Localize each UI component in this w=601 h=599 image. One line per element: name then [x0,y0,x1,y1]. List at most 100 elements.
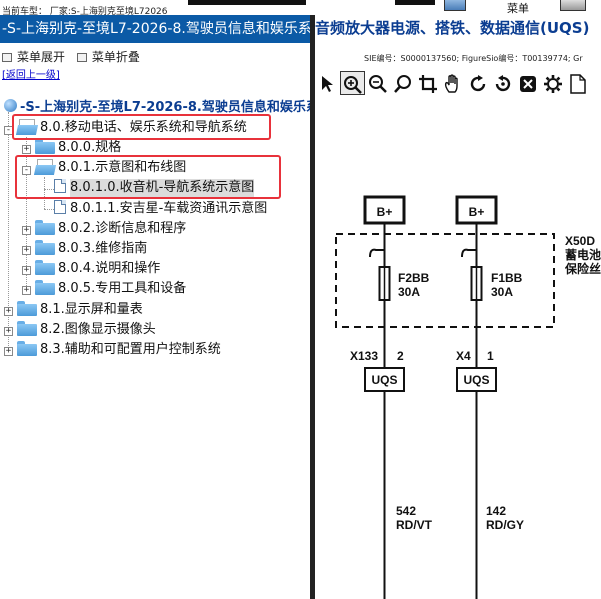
tree-item-8-0-3[interactable]: +8.0.3.维修指南 [22,240,147,258]
tree-item-label-selected[interactable]: 8.0.1.0.收音机-导航系统示意图 [70,179,255,197]
tree-item-8-0-0[interactable]: +8.0.0.规格 [22,139,121,157]
tree-item-label[interactable]: 8.0.1.示意图和布线图 [58,160,187,175]
tree-root[interactable]: -S-上海别克-至境L7-2026-8.驾驶员信息和娱乐系统 [4,99,310,117]
wire-left-number: 542 [396,504,416,518]
uqs-box-right [456,367,497,392]
zoom-in-icon[interactable] [340,71,365,95]
tree-item-label[interactable]: 8.0.4.说明和操作 [58,261,161,276]
fuse-right-rating: 30A [491,285,513,299]
tree-item-label[interactable]: 8.0.3.维修指南 [58,241,148,256]
fuse-left-rating: 30A [398,285,420,299]
pointer-icon[interactable] [315,71,340,95]
fuse-block-desc-2: 保险丝 [564,261,601,276]
expand-node-icon[interactable]: + [22,245,31,255]
folder-icon [35,260,55,275]
expand-node-icon[interactable]: + [22,265,31,275]
folder-icon [35,139,55,154]
tree-item-label[interactable]: 8.0.5.专用工具和设备 [58,281,187,296]
back-link[interactable]: [返回上一级] [2,70,60,81]
fuse-block-desc-1: 蓄电池 [565,247,601,262]
expand-node-icon[interactable]: + [22,144,31,154]
tree-item-8-0-4[interactable]: +8.0.4.说明和操作 [22,260,160,278]
diagram-toolbar [315,71,601,97]
expand-node-icon[interactable]: + [4,306,13,316]
folder-icon [35,240,55,255]
tree-item-8-3[interactable]: +8.3.辅助和可配置用户控制系统 [4,341,221,359]
fuse-left-name: F2BB [398,271,430,285]
tree-item-label[interactable]: 8.0.移动电话、娱乐系统和导航系统 [40,120,247,135]
toolbar-fragment [395,0,435,5]
wire-right-number: 142 [486,504,506,518]
zoom-window-icon[interactable] [390,71,415,95]
pane-title: -S-上海别克-至境L7-2026-8.驾驶员信息和娱乐系统 [0,15,310,43]
expand-node-icon[interactable]: + [4,326,13,336]
tree-item-8-0-2[interactable]: +8.0.2.诊断信息和程序 [22,220,186,238]
folder-icon [17,341,37,356]
collapse-node-icon[interactable]: - [22,165,31,175]
terminal-symbol-right [461,248,477,258]
expand-icon[interactable] [2,53,12,62]
folder-icon [17,321,37,336]
uqs-box-left [364,367,405,392]
tree-item-8-0-1[interactable]: - 8.0.1.示意图和布线图 [22,159,186,177]
toolbar-fragment [188,0,306,5]
tree-item-label[interactable]: 8.0.0.规格 [58,140,122,155]
document-icon [54,200,66,214]
open-folder-icon [35,159,55,175]
annotation-highlight [12,114,271,140]
tree-item-8-1[interactable]: +8.1.显示屏和量表 [4,301,143,319]
fuse-right-name: F1BB [491,271,523,285]
tree-item-8-2[interactable]: +8.2.图像显示摄像头 [4,321,156,339]
connector-right-id: X4 [456,349,471,363]
pan-hand-icon[interactable] [440,71,465,95]
expand-node-icon[interactable]: + [22,225,31,235]
tree-item-label[interactable]: 8.0.2.诊断信息和程序 [58,221,187,236]
fit-icon[interactable] [515,71,540,95]
rotate-icon[interactable] [465,71,490,95]
wire-right-color: RD/GY [486,518,524,532]
document-icon[interactable] [565,71,590,95]
wire-left-color: RD/VT [396,518,433,532]
menu-controls: 菜单展开 菜单折叠 [2,48,148,65]
uqs-label-right: UQS [463,373,489,387]
tree-guide [8,112,9,352]
tree-item-label[interactable]: 8.2.图像显示摄像头 [40,322,156,337]
tree-item-label[interactable]: 8.0.1.1.安吉星-车载资通讯示意图 [70,201,268,216]
bplus-label-left: B+ [377,205,393,219]
uqs-label-left: UQS [371,373,397,387]
fuse-block-outline [335,233,555,328]
collapse-menu-button[interactable]: 菜单折叠 [91,50,140,64]
expand-node-icon[interactable]: + [4,346,13,356]
tree-guide [44,209,54,210]
tree-item-label[interactable]: 8.3.辅助和可配置用户控制系统 [40,342,221,357]
terminal-symbol-left [369,248,385,258]
tree-item-8-0-1-0[interactable]: 8.0.1.0.收音机-导航系统示意图 [54,179,255,197]
annotation-highlight [15,155,281,199]
collapse-icon[interactable] [76,53,87,62]
menu-icon[interactable] [560,0,586,11]
tree-item-8-0-5[interactable]: +8.0.5.专用工具和设备 [22,280,186,298]
folder-icon [35,280,55,295]
folder-icon [35,220,55,235]
document-icon [54,179,66,193]
wiring-schematic[interactable]: B+ B+ X50D 蓄电池 保险丝 F2BB 30A F1BB 30A X13… [315,110,601,599]
monitor-icon[interactable] [444,0,466,11]
diagram-title: 音频放大器电源、搭铁、数据通信(UQS) [315,19,590,37]
pane-splitter[interactable] [310,15,315,599]
folder-icon [17,301,37,316]
zoom-out-icon[interactable] [365,71,390,95]
tree-root-label[interactable]: -S-上海别克-至境L7-2026-8.驾驶员信息和娱乐系统 [20,100,310,115]
reset-icon[interactable] [490,71,515,95]
diagram-pane: 音频放大器电源、搭铁、数据通信(UQS) SIE编号：S0000137560; … [315,15,601,599]
settings-gear-icon[interactable] [540,71,565,95]
tree-item-8-0-1-1[interactable]: 8.0.1.1.安吉星-车载资通讯示意图 [54,200,267,218]
menu-button[interactable]: 菜单 [507,2,529,15]
connector-right-pin: 1 [487,349,494,363]
crop-icon[interactable] [415,71,440,95]
navigation-pane: -S-上海别克-至境L7-2026-8.驾驶员信息和娱乐系统 菜单展开 菜单折叠… [0,15,310,599]
bplus-label-right: B+ [469,205,485,219]
expand-node-icon[interactable]: + [22,285,31,295]
tree-guide [44,177,45,209]
tree-item-label[interactable]: 8.1.显示屏和量表 [40,302,143,317]
expand-menu-button[interactable]: 菜单展开 [17,50,66,64]
